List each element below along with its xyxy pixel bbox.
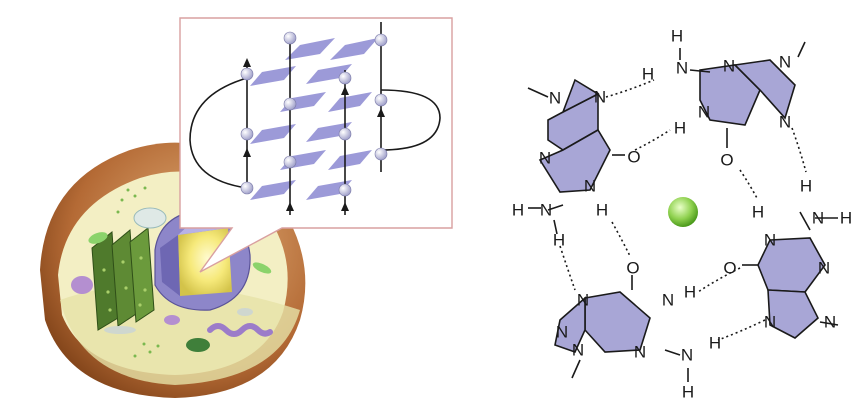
- atom-n: N: [824, 313, 836, 332]
- atom-h: H: [553, 231, 565, 250]
- hydrogen-bonds: [559, 79, 807, 341]
- atom-h: H: [840, 209, 852, 228]
- atom-n: N: [634, 343, 646, 362]
- quadruplex-callout: [179, 17, 453, 273]
- atom-labels: H H N N N N N N N H O O N N H H N H H N …: [512, 27, 852, 402]
- atom-n: N: [812, 209, 824, 228]
- atom-n: N: [676, 59, 688, 78]
- atom-h: H: [752, 203, 764, 222]
- guanine-top-left: [538, 78, 611, 193]
- atom-h: H: [800, 177, 812, 196]
- chloroplast-stack: [91, 227, 155, 331]
- atom-h: H: [709, 334, 721, 353]
- atom-o: O: [626, 259, 639, 278]
- g-tetrad-structure: H H N N N N N N N H O O N N H H N H H N …: [512, 27, 852, 402]
- atom-n: N: [662, 291, 674, 310]
- atom-n: N: [577, 291, 589, 310]
- atom-h: H: [684, 283, 696, 302]
- strand-loop-left: [189, 77, 248, 189]
- guanine-bottom-left: [554, 291, 651, 353]
- strand-nodes: [240, 31, 388, 197]
- atom-n: N: [681, 346, 693, 365]
- atom-o: O: [627, 148, 640, 167]
- atom-n: N: [540, 201, 552, 220]
- atom-n: N: [779, 113, 791, 132]
- atom-h: H: [674, 119, 686, 138]
- atom-n: N: [723, 57, 735, 76]
- atom-h: H: [671, 27, 683, 46]
- atom-n: N: [764, 313, 776, 332]
- atom-h: H: [642, 65, 654, 84]
- atom-h: H: [512, 201, 524, 220]
- metal-ion: [668, 197, 698, 227]
- atom-h: H: [682, 383, 694, 402]
- atom-h: H: [596, 201, 608, 220]
- atom-o: O: [723, 259, 736, 278]
- atom-n: N: [698, 103, 710, 122]
- atom-n: N: [556, 323, 568, 342]
- strand-loop-right: [380, 89, 441, 151]
- callout-box: [179, 17, 453, 273]
- covalent-bonds: [527, 41, 839, 382]
- atom-n: N: [572, 341, 584, 360]
- guanine-bottom-right: [757, 237, 826, 339]
- atom-n: N: [818, 259, 830, 278]
- atom-n: N: [549, 89, 561, 108]
- atom-n: N: [584, 177, 596, 196]
- atom-o: O: [720, 151, 733, 170]
- atom-n: N: [539, 149, 551, 168]
- atom-n: N: [594, 88, 606, 107]
- atom-n: N: [764, 231, 776, 250]
- guanine-top-right: [699, 59, 796, 126]
- atom-n: N: [779, 53, 791, 72]
- organelles: [71, 186, 273, 358]
- strand-arrows: [243, 58, 385, 211]
